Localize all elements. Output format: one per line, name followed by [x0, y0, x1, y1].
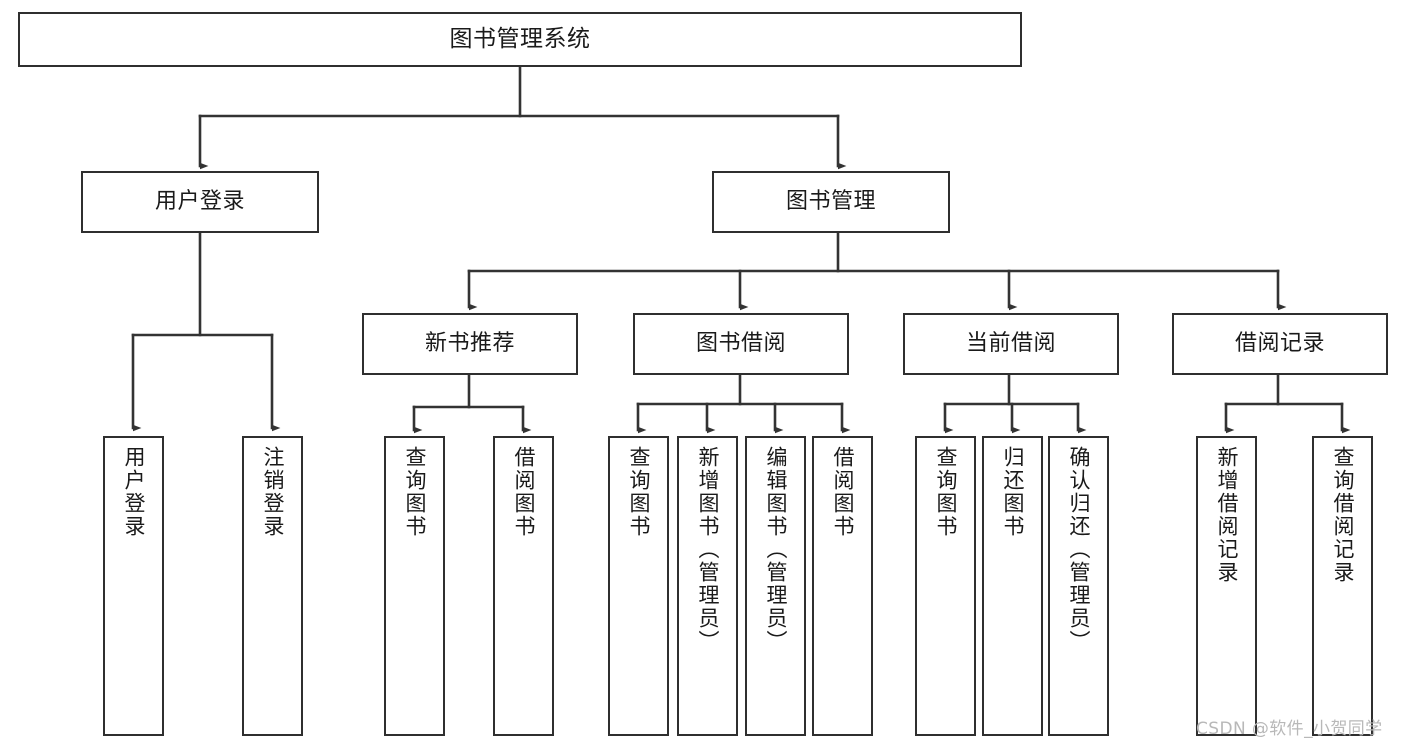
leaf-newbook-borrow-book[interactable]: 借阅图书 — [493, 436, 554, 736]
node-label: 用户登录 — [154, 189, 245, 215]
leaf-logout[interactable]: 注销登录 — [242, 436, 303, 736]
leaf-current-query-book[interactable]: 查询图书 — [915, 436, 976, 736]
node-label: 查询图书 — [934, 446, 959, 538]
node-book-borrow[interactable]: 图书借阅 — [633, 313, 849, 375]
node-label: 归还图书 — [1001, 446, 1026, 538]
leaf-newbook-query-book[interactable]: 查询图书 — [384, 436, 445, 736]
node-label: 图书管理系统 — [449, 25, 591, 52]
node-root-book-management-system[interactable]: 图书管理系统 — [18, 12, 1022, 67]
leaf-current-confirm-return-admin[interactable]: 确认归还（管理员） — [1048, 436, 1109, 736]
node-borrow-record[interactable]: 借阅记录 — [1172, 313, 1388, 375]
node-label: 查询借阅记录 — [1331, 446, 1356, 584]
leaf-borrow-add-book-admin[interactable]: 新增图书（管理员） — [677, 436, 738, 736]
node-book-management[interactable]: 图书管理 — [712, 171, 950, 233]
node-label: 借阅图书 — [831, 446, 856, 538]
leaf-record-add-borrow-record[interactable]: 新增借阅记录 — [1196, 436, 1257, 736]
leaf-borrow-borrow-book[interactable]: 借阅图书 — [812, 436, 873, 736]
node-user-login[interactable]: 用户登录 — [81, 171, 319, 233]
node-label: 编辑图书（管理员） — [764, 446, 789, 653]
node-current-borrow[interactable]: 当前借阅 — [903, 313, 1119, 375]
node-label: 用户登录 — [122, 446, 147, 538]
node-label: 查询图书 — [627, 446, 652, 538]
node-label: 新增借阅记录 — [1215, 446, 1240, 584]
node-label: 图书管理 — [785, 189, 876, 215]
node-label: 确认归还（管理员） — [1067, 446, 1092, 653]
node-label: 查询图书 — [403, 446, 428, 538]
leaf-borrow-query-book[interactable]: 查询图书 — [608, 436, 669, 736]
node-label: 注销登录 — [261, 446, 286, 538]
node-new-book-recommend[interactable]: 新书推荐 — [362, 313, 578, 375]
leaf-current-return-book[interactable]: 归还图书 — [982, 436, 1043, 736]
leaf-record-query-borrow-record[interactable]: 查询借阅记录 — [1312, 436, 1373, 736]
node-label: 新增图书（管理员） — [696, 446, 721, 653]
node-label: 借阅记录 — [1234, 331, 1325, 357]
node-label: 借阅图书 — [512, 446, 537, 538]
leaf-borrow-edit-book-admin[interactable]: 编辑图书（管理员） — [745, 436, 806, 736]
node-label: 新书推荐 — [424, 331, 515, 357]
leaf-user-login[interactable]: 用户登录 — [103, 436, 164, 736]
node-label: 当前借阅 — [965, 331, 1056, 357]
node-label: 图书借阅 — [695, 331, 786, 357]
